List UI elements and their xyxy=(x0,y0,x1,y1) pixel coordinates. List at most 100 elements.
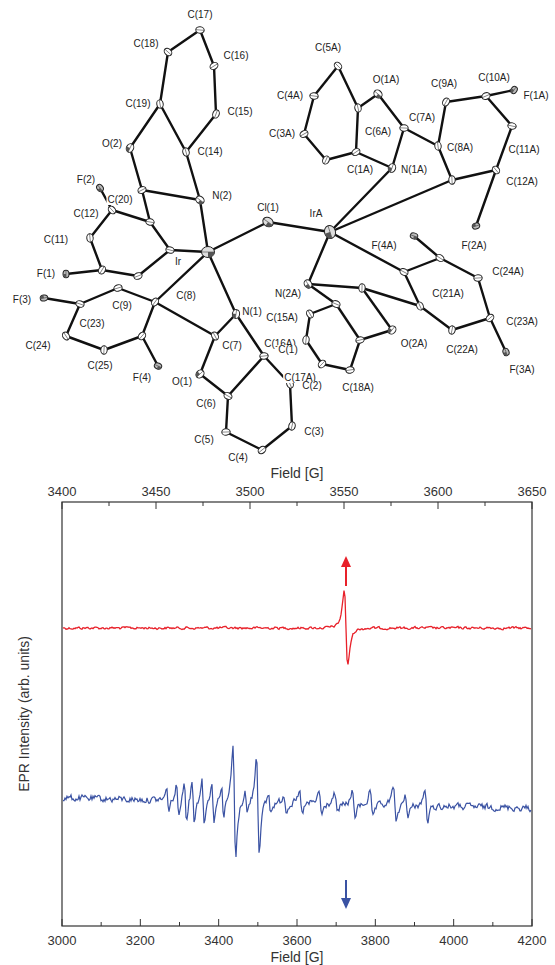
tick-mark xyxy=(485,502,486,506)
thermal-ellipsoid xyxy=(209,61,220,71)
atom-label: C(24) xyxy=(24,341,51,351)
atom-label: N(1A) xyxy=(400,165,428,175)
ellipsoid-outline xyxy=(323,224,337,240)
bond-line xyxy=(155,252,208,302)
ellipsoid-axis xyxy=(356,339,364,341)
bond-line xyxy=(150,222,170,250)
atom-label: F(4) xyxy=(132,373,152,383)
thermal-ellipsoid xyxy=(355,336,365,344)
ellipsoid-axis xyxy=(437,142,438,150)
axis-title: Field [G] xyxy=(270,950,325,964)
atom-label: C(18) xyxy=(132,39,159,49)
tick-label: 3400 xyxy=(47,485,78,498)
ellipsoid-outline xyxy=(75,300,85,309)
atom-label: C(14) xyxy=(196,147,223,157)
ellipsoid-axis xyxy=(310,95,318,96)
tick-mark xyxy=(101,922,102,926)
atom-label: C(5) xyxy=(193,435,214,445)
tick-mark xyxy=(62,919,63,926)
atom-label: F(2A) xyxy=(461,241,488,251)
tick-mark xyxy=(375,919,376,926)
thermal-ellipsoid xyxy=(386,324,397,335)
tick-mark xyxy=(492,922,493,926)
ellipsoid-outline xyxy=(145,218,154,226)
ellipsoid-axis xyxy=(64,332,69,339)
tick-mark xyxy=(156,502,157,509)
tick-mark xyxy=(250,502,251,509)
tick-mark xyxy=(62,502,63,509)
bond-line xyxy=(490,318,506,352)
ellipsoid-outline xyxy=(209,61,220,71)
ellipsoid-axis xyxy=(166,249,174,251)
ellipsoid-axis xyxy=(418,302,422,310)
atom-label: C(9A) xyxy=(430,79,458,89)
ellipsoid-axis xyxy=(146,221,154,222)
atom-label: C(12A) xyxy=(505,177,539,187)
tick-label: 3550 xyxy=(329,485,360,498)
bond-line xyxy=(112,210,150,222)
tick-mark xyxy=(453,919,454,926)
thermal-ellipsoid xyxy=(40,294,49,301)
ellipsoid-axis xyxy=(305,336,306,344)
thermal-ellipsoid xyxy=(321,155,330,165)
ellipsoid-outline xyxy=(101,346,108,355)
ellipsoid-outline xyxy=(299,129,309,139)
atom-label: O(1A) xyxy=(372,75,401,85)
thermal-ellipsoid xyxy=(95,183,104,193)
ellipsoid-axis xyxy=(291,422,293,430)
atom-label: C(17) xyxy=(186,10,213,20)
tick-mark xyxy=(414,922,415,926)
thermal-ellipsoid xyxy=(259,352,268,359)
ellipsoid-outline xyxy=(400,125,409,132)
bond-line xyxy=(420,306,452,330)
crystal-structure xyxy=(40,26,519,455)
thermal-ellipsoid xyxy=(137,185,147,195)
ellipsoid-octant xyxy=(386,328,392,334)
ellipsoid-axis xyxy=(153,299,158,306)
bond-line xyxy=(308,232,330,284)
atom-label: C(25) xyxy=(86,361,113,371)
thermal-ellipsoid xyxy=(400,125,409,132)
thermal-ellipsoid xyxy=(305,309,315,319)
thermal-ellipsoid xyxy=(415,301,424,311)
thermal-ellipsoid xyxy=(333,61,343,71)
thermal-ellipsoid xyxy=(196,26,205,33)
ellipsoid-axis xyxy=(487,315,493,321)
bond-line xyxy=(130,104,160,148)
bond-line xyxy=(200,30,214,66)
bond-line xyxy=(130,148,142,190)
axis-title: Field [G] xyxy=(270,466,325,480)
atom-label: C(1A) xyxy=(346,165,374,175)
thermal-ellipsoid xyxy=(261,215,275,229)
bond-line xyxy=(310,304,336,314)
bond-line xyxy=(200,374,228,396)
atom-label: C(23) xyxy=(78,319,105,329)
ellipsoid-octant xyxy=(413,236,418,240)
ellipsoid-axis xyxy=(100,266,104,273)
ellipsoid-axis xyxy=(400,270,407,274)
thermal-ellipsoid xyxy=(212,109,221,119)
atom-label: F(3A) xyxy=(509,365,536,375)
atom-label: C(7A) xyxy=(408,113,436,123)
atom-label: N(1) xyxy=(241,307,262,317)
ellipsoid-axis xyxy=(165,49,171,55)
ellipsoid-outline xyxy=(194,368,205,379)
thermal-ellipsoid xyxy=(331,299,341,308)
bond-line xyxy=(304,96,314,134)
tick-label: 3650 xyxy=(517,485,548,498)
thermal-ellipsoid xyxy=(97,265,107,275)
thermal-ellipsoid xyxy=(257,445,268,455)
thermal-ellipsoid xyxy=(507,122,517,130)
ellipsoid-axis xyxy=(259,447,266,452)
thermal-ellipsoid xyxy=(309,92,318,100)
thermal-ellipsoid xyxy=(434,141,442,150)
ellipsoid-axis xyxy=(196,29,204,31)
ellipsoid-axis xyxy=(357,104,359,112)
atom-label: F(3) xyxy=(12,295,32,305)
bond-line xyxy=(208,252,236,314)
bond-line xyxy=(362,288,392,330)
red-arrow xyxy=(341,556,351,586)
tick-label: 3600 xyxy=(282,934,313,947)
ellipsoid-octant xyxy=(325,232,332,240)
ellipsoid-axis xyxy=(103,346,105,354)
